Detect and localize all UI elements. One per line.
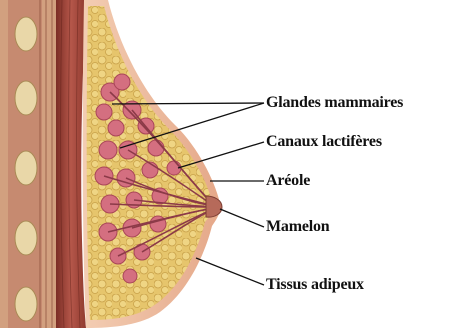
- label-tissus-adipeux: Tissus adipeux: [266, 276, 364, 294]
- label-glandes-mammaires: Glandes mammaires: [266, 94, 403, 112]
- label-mamelon: Mamelon: [266, 218, 329, 236]
- label-areole: Aréole: [266, 172, 310, 190]
- label-canaux-lactiferes: Canaux lactifères: [266, 133, 382, 151]
- chest-wall: [0, 0, 58, 328]
- nipple: [206, 196, 222, 217]
